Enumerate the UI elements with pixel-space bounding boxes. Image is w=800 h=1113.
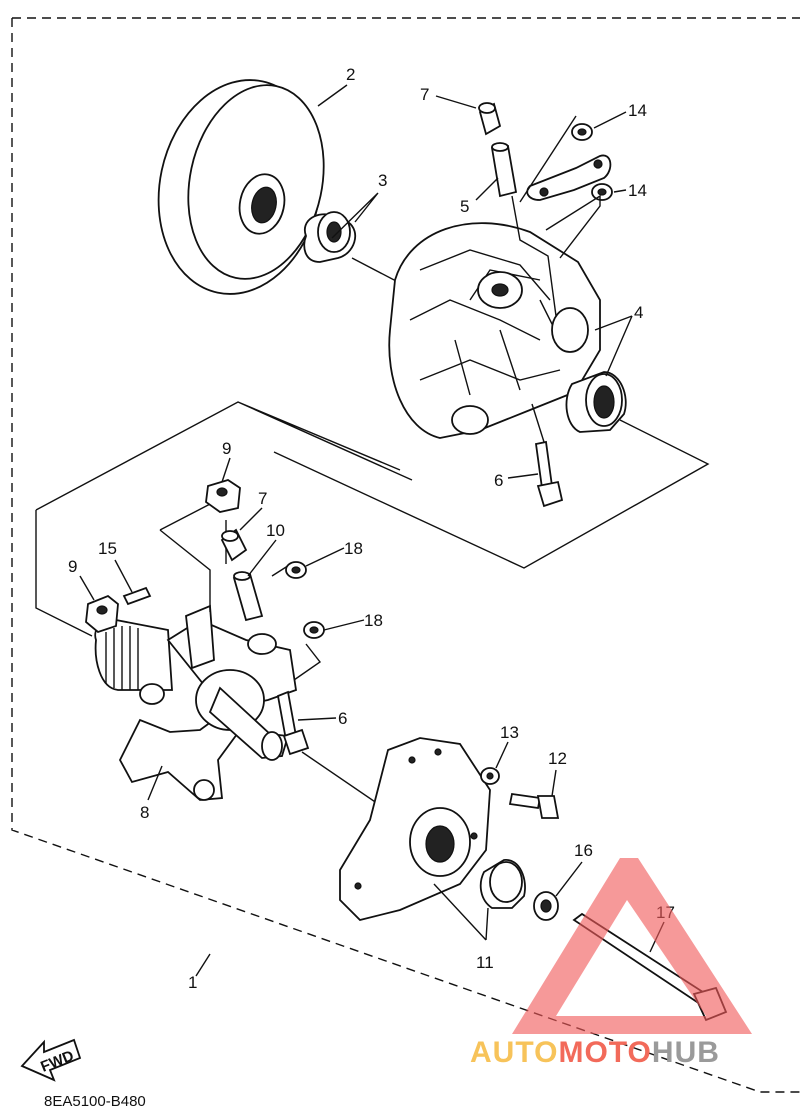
watermark-part-2: MOTO — [558, 1036, 651, 1069]
watermark-logo: AUTOMOTOHUB — [470, 858, 752, 1069]
callout-18-upper: 18 — [344, 539, 363, 558]
slider-block-upper — [205, 479, 241, 513]
cover-plate — [339, 737, 491, 921]
callout-10: 10 — [266, 521, 285, 540]
washer-13 — [480, 767, 500, 785]
callout-16: 16 — [574, 841, 593, 860]
washer-16 — [533, 891, 559, 921]
leader-lines — [79, 84, 665, 977]
watermark-part-3: HUB — [652, 1036, 720, 1069]
callout-2: 2 — [346, 65, 355, 84]
callout-11: 11 — [476, 953, 494, 972]
callout-1: 1 — [188, 973, 197, 992]
cap-top — [478, 102, 502, 136]
assembly-boundary — [11, 17, 800, 1093]
drive-shaft — [94, 604, 297, 801]
callout-12: 12 — [548, 749, 567, 768]
cap-lower — [220, 528, 248, 562]
callout-8: 8 — [140, 803, 149, 822]
bolt-12 — [508, 792, 560, 819]
washer-upper — [571, 123, 593, 141]
callout-9-upper: 9 — [222, 439, 231, 458]
callout-4: 4 — [634, 303, 643, 322]
callout-5: 5 — [460, 197, 469, 216]
weight-arm — [526, 154, 612, 201]
sub-assembly-boundary — [35, 401, 710, 637]
watermark-text: AUTOMOTOHUB — [470, 1036, 720, 1069]
callout-3: 3 — [378, 171, 387, 190]
watermark-part-1: AUTO — [470, 1036, 558, 1069]
callout-14-upper: 14 — [628, 101, 647, 120]
washer-lower — [591, 183, 613, 201]
washer-18-upper — [285, 561, 307, 579]
callout-6-lower: 6 — [338, 709, 347, 728]
sheave-disc — [157, 79, 325, 295]
callout-7-upper: 7 — [420, 85, 429, 104]
callout-9-left: 9 — [68, 557, 77, 576]
diagram-code: 8EA5100-B480 — [44, 1093, 146, 1110]
spider-housing — [388, 222, 601, 439]
fwd-arrow-icon: FWD — [20, 1038, 82, 1082]
callout-7-lower: 7 — [258, 489, 267, 508]
pin — [490, 142, 518, 198]
housing-bushing — [565, 371, 627, 433]
slider-block-left — [85, 594, 119, 634]
sleeve — [232, 571, 264, 622]
cover-bushing — [479, 859, 526, 909]
callout-6-upper: 6 — [494, 471, 503, 490]
callout-15: 15 — [98, 539, 117, 558]
washer-18-lower — [303, 621, 325, 639]
bolt-lower — [276, 690, 310, 756]
small-pin — [122, 586, 152, 606]
bushing — [303, 211, 357, 263]
callout-14-lower: 14 — [628, 181, 647, 200]
callout-18-lower: 18 — [364, 611, 383, 630]
callout-13: 13 — [500, 723, 519, 742]
bolt-upper — [534, 440, 564, 508]
